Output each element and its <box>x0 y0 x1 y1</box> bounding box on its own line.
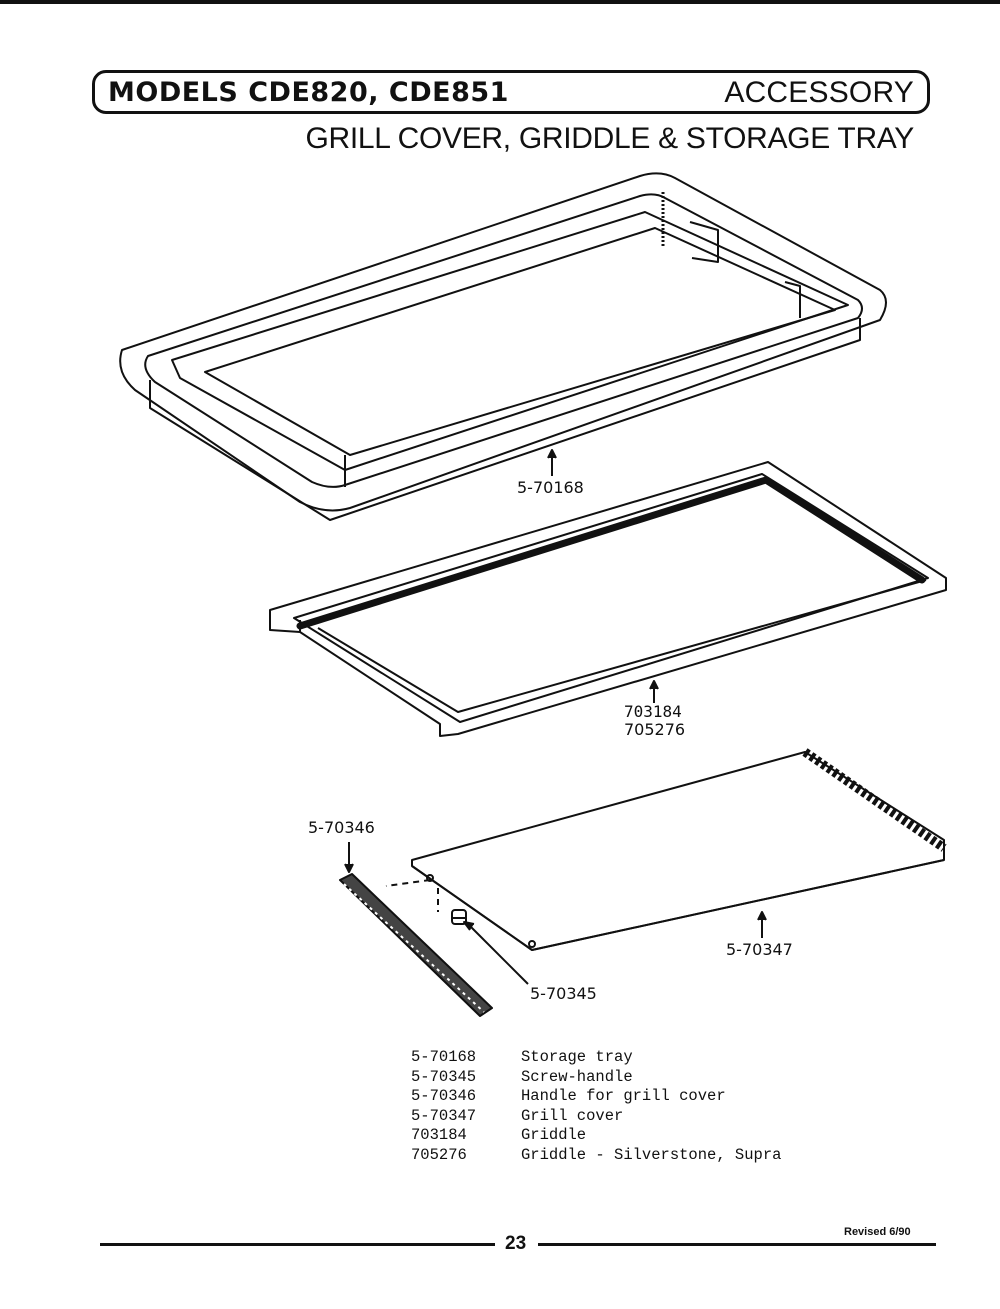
part-description: Storage tray <box>521 1048 633 1066</box>
parts-row: 705276 Griddle - Silverstone, Supra <box>411 1146 781 1166</box>
part-description: Griddle <box>521 1126 587 1144</box>
callout-griddle: 703184 <box>624 702 682 721</box>
parts-row: 5-70347 Grill cover <box>411 1107 781 1127</box>
top-rule <box>0 0 1000 4</box>
callout-grill-cover: 5-70347 <box>726 940 793 959</box>
screw-leader-line <box>465 921 529 985</box>
models-title: MODELS CDE820, CDE851 <box>108 77 509 108</box>
callout-griddle-silverstone: 705276 <box>624 720 686 739</box>
parts-row: 703184 Griddle <box>411 1126 781 1146</box>
part-number: 5-70345 <box>411 1067 477 1086</box>
callout-handle: 5-70346 <box>308 818 375 837</box>
section-title: ACCESSORY <box>724 76 914 109</box>
callout-storage-tray: 5-70168 <box>517 478 584 497</box>
revision-note: Revised 6/90 <box>844 1226 911 1238</box>
parts-row: 5-70346 Handle for grill cover <box>411 1087 781 1107</box>
page-subtitle: GRILL COVER, GRIDDLE & STORAGE TRAY <box>305 122 914 155</box>
part-description: Handle for grill cover <box>521 1087 726 1105</box>
part-number: 5-70347 <box>411 1106 477 1125</box>
page-number: 23 <box>505 1233 527 1254</box>
grill-cover-drawing <box>385 748 947 951</box>
part-description: Screw-handle <box>521 1067 633 1086</box>
part-number: 5-70346 <box>411 1087 477 1105</box>
screw-drawing <box>451 909 467 925</box>
handle-drawing <box>339 873 493 1017</box>
griddle-drawing <box>269 461 947 737</box>
part-number: 703184 <box>411 1126 467 1144</box>
parts-row: 5-70168 Storage tray <box>411 1048 781 1068</box>
part-description: Grill cover <box>521 1106 624 1125</box>
parts-row: 5-70345 Screw-handle <box>411 1068 781 1088</box>
callout-screw-handle: 5-70345 <box>530 984 597 1003</box>
footer-rule-right <box>538 1243 936 1246</box>
header-frame <box>92 70 930 114</box>
part-number: 5-70168 <box>411 1048 477 1066</box>
part-description: Griddle - Silverstone, Supra <box>521 1145 782 1164</box>
part-number: 705276 <box>411 1145 467 1164</box>
storage-tray-drawing <box>119 172 887 521</box>
footer-rule-left <box>100 1243 495 1246</box>
